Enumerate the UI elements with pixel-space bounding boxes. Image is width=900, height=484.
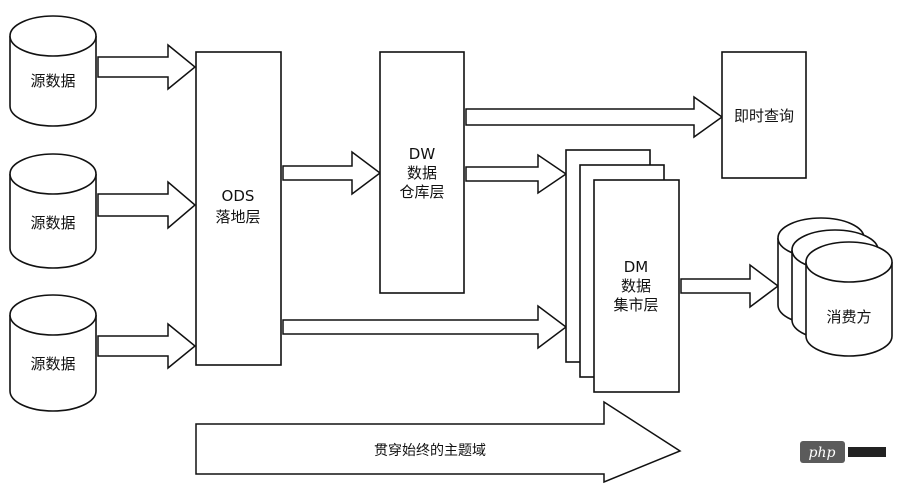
arrow-dw-to-query <box>465 95 724 139</box>
watermark-bar <box>848 447 886 457</box>
theme-domain-label: 贯穿始终的主题域 <box>374 443 486 459</box>
php-logo-badge <box>800 441 845 463</box>
dm-layer: DM 数据 集市层 <box>565 149 680 393</box>
instant-query-label: 即时查询 <box>734 107 794 125</box>
source-db-label: 源数据 <box>30 72 75 90</box>
arrow-dm-to-consumer <box>680 263 780 309</box>
arrow-ods-to-dm <box>282 304 568 350</box>
dm-title: DM <box>624 258 649 276</box>
source-db-1: 源数据 <box>9 15 97 127</box>
dw-layer: DW 数据 仓库层 <box>379 51 465 294</box>
dw-subtitle: 数据 <box>407 164 437 182</box>
arrow-source2-to-ods <box>97 180 197 230</box>
dw-title: DW <box>409 145 436 163</box>
ods-layer: ODS 落地层 <box>195 51 282 366</box>
source-db-label: 源数据 <box>30 355 75 373</box>
arrow-source3-to-ods <box>97 322 197 370</box>
source-db-label: 源数据 <box>30 214 75 232</box>
source-db-2: 源数据 <box>9 153 97 269</box>
dm-page-front <box>593 179 680 393</box>
theme-domain-arrow: 贯穿始终的主题域 <box>195 400 682 484</box>
consumer-label: 消费方 <box>826 308 871 326</box>
ods-subtitle: 落地层 <box>215 208 260 226</box>
dw-subtitle-2: 仓库层 <box>399 183 444 201</box>
arrow-ods-to-dw <box>282 150 382 196</box>
arrow-source1-to-ods <box>97 43 197 91</box>
instant-query-box: 即时查询 <box>721 51 807 179</box>
consumer-db-front: 消费方 <box>805 241 893 357</box>
dm-subtitle: 数据 <box>621 277 651 295</box>
dm-subtitle-2: 集市层 <box>613 296 658 314</box>
ods-title: ODS <box>222 187 255 205</box>
arrow-dw-to-dm <box>465 153 568 195</box>
php-watermark: php <box>800 441 886 463</box>
source-db-3: 源数据 <box>9 294 97 412</box>
php-logo-text: php <box>809 445 836 461</box>
